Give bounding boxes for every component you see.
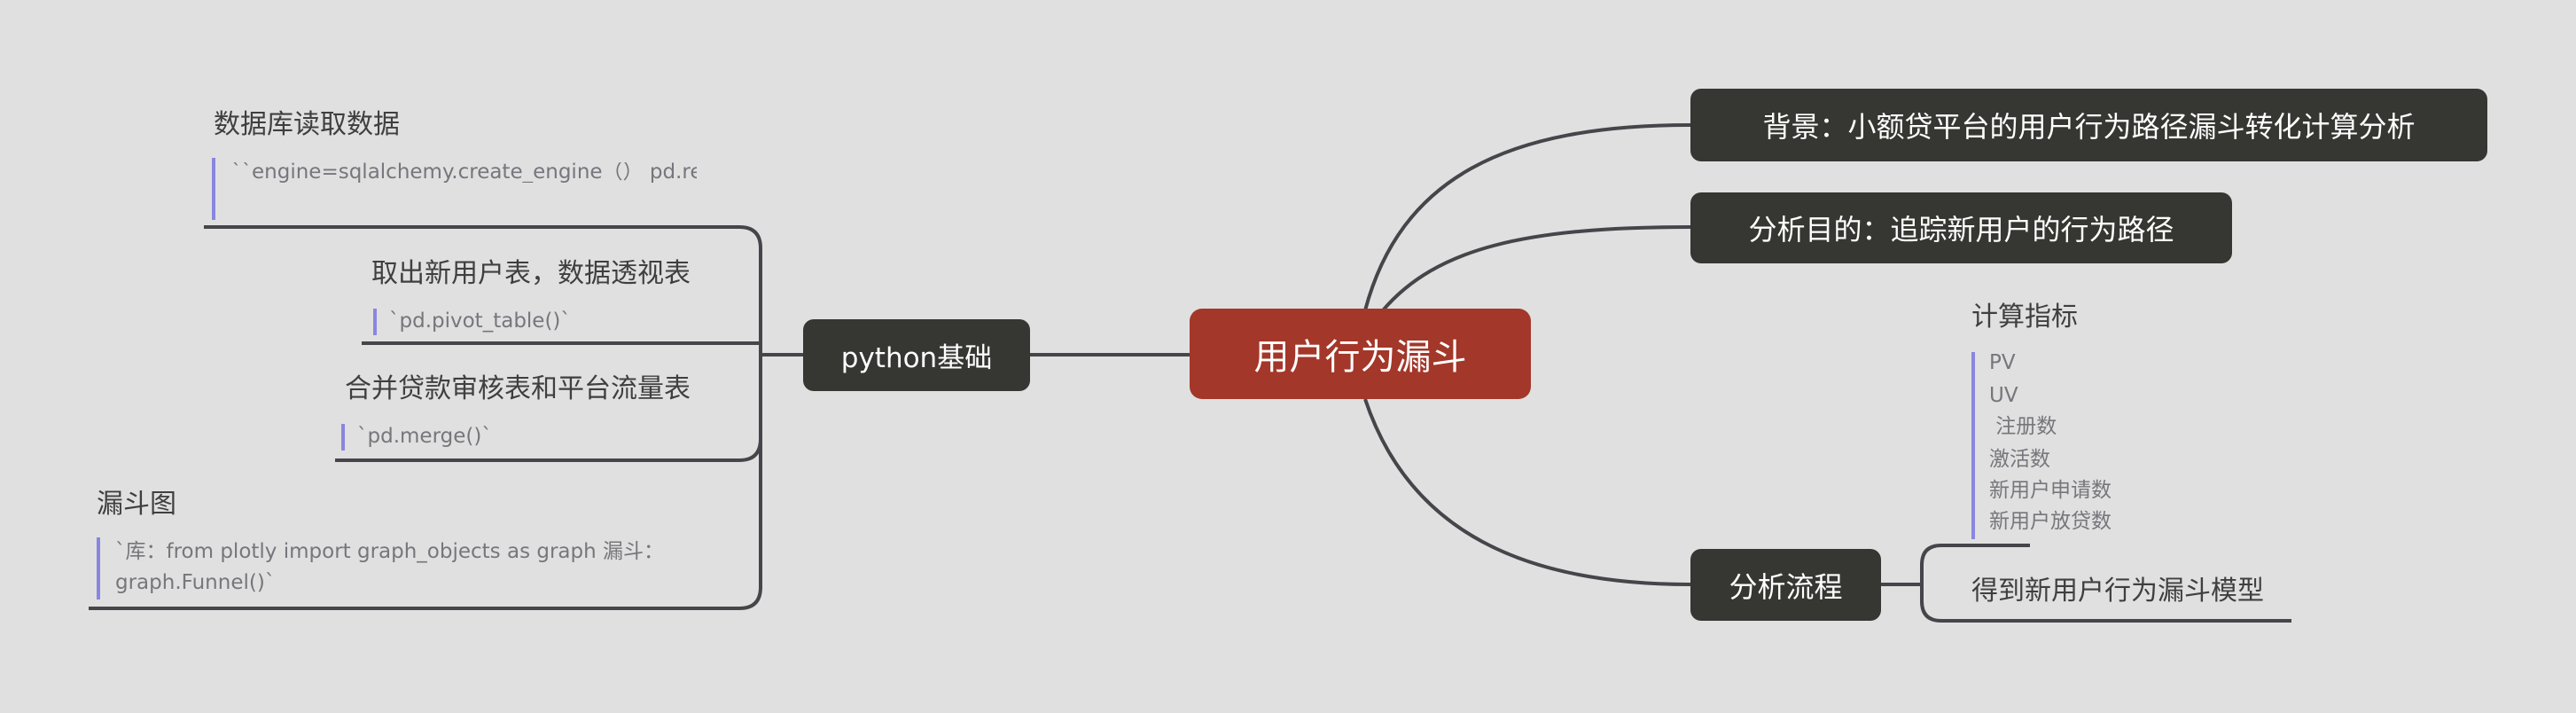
connector-process: [1363, 398, 1691, 586]
background-node[interactable]: 背景：小额贷平台的用户行为路径漏斗转化计算分析: [1690, 89, 2487, 161]
note-bar: [341, 424, 345, 451]
metric-item: UV: [1989, 384, 2018, 407]
merge-topic[interactable]: 合并贷款审核表和平台流量表: [345, 373, 691, 404]
db-read-topic[interactable]: 数据库读取数据: [214, 109, 400, 140]
connector-process-children: [1881, 544, 2291, 623]
note-bar: [97, 537, 100, 599]
metric-item: 激活数: [1989, 448, 2050, 471]
metric-item: PV: [1989, 351, 2016, 374]
pivot-note: `pd.pivot_table()`: [389, 309, 571, 333]
funnel-topic[interactable]: 漏斗图: [97, 489, 176, 520]
pivot-topic[interactable]: 取出新用户表，数据透视表: [371, 258, 691, 289]
purpose-node[interactable]: 分析目的：追踪新用户的行为路径: [1690, 192, 2232, 263]
connector-purpose: [1381, 225, 1691, 312]
python-basics-node[interactable]: python基础: [803, 319, 1030, 391]
merge-note: `pd.merge()`: [357, 425, 492, 448]
root-node[interactable]: 用户行为漏斗: [1190, 309, 1531, 399]
metric-item: 新用户放贷数: [1989, 510, 2112, 533]
metrics-title[interactable]: 计算指标: [1971, 302, 2078, 333]
result-topic[interactable]: 得到新用户行为漏斗模型: [1971, 576, 2264, 607]
connector-left-mid: [335, 341, 762, 462]
metric-item: 新用户申请数: [1989, 479, 2112, 502]
process-node[interactable]: 分析流程: [1690, 549, 1881, 621]
funnel-note-line: graph.Funnel()`: [115, 571, 276, 594]
note-bar: [212, 158, 215, 220]
funnel-note-line: `库：from plotly import graph_objects as g…: [115, 540, 665, 563]
metric-item: 注册数: [1989, 415, 2057, 438]
note-bar: [373, 309, 377, 335]
connector-background: [1363, 123, 1691, 311]
connector-left-bracket: [89, 225, 762, 610]
note-bar: [1971, 352, 1975, 539]
db-read-note: ``engine=sqlalchemy.create_engine（） pd.r…: [231, 162, 697, 183]
